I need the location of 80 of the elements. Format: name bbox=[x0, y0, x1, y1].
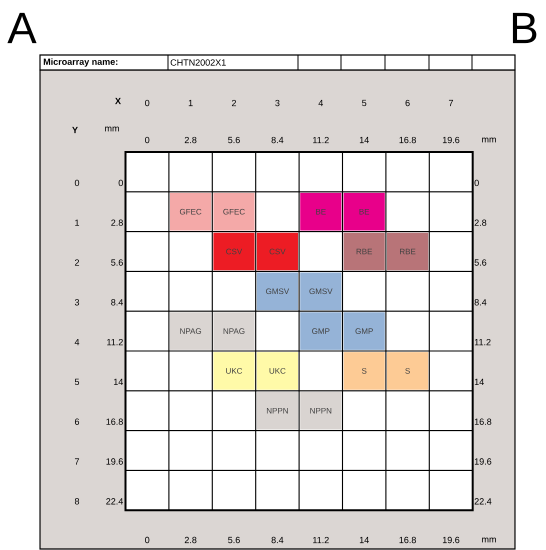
tick-label: 7 bbox=[448, 100, 454, 106]
spot-cell: NPPN bbox=[256, 392, 298, 430]
tick-label: 19.6 bbox=[442, 136, 460, 144]
tick-label: 0 bbox=[145, 136, 150, 144]
spot-cell: NPPN bbox=[300, 392, 342, 430]
tick-label: 7 bbox=[74, 458, 80, 465]
spot-cell: BE bbox=[344, 192, 385, 230]
spot-cell: UKC bbox=[213, 352, 255, 390]
tick-label: 4 bbox=[74, 339, 80, 346]
tick-label: 8.4 bbox=[272, 136, 284, 144]
unit-label: mm bbox=[105, 126, 119, 132]
tick-label: 11.2 bbox=[313, 536, 329, 544]
tick-label: 0 bbox=[145, 536, 150, 544]
tick-label: 22.4 bbox=[474, 498, 492, 504]
panel-letter: B bbox=[512, 12, 536, 44]
tick-label: 19.6 bbox=[442, 536, 460, 544]
tick-label: 2 bbox=[74, 259, 80, 266]
tick-label: 6 bbox=[406, 100, 410, 106]
tick-label: 2.8 bbox=[184, 136, 196, 144]
panel-letter: A bbox=[7, 12, 37, 44]
tick-label: 5 bbox=[74, 378, 80, 386]
spot-cell: NPAG bbox=[170, 312, 212, 350]
spot-cell: UKC bbox=[256, 352, 298, 390]
tick-label: 16.8 bbox=[474, 418, 492, 425]
tick-label: 8.4 bbox=[474, 299, 486, 306]
axis-label: X bbox=[115, 98, 121, 104]
field-value: CHTN2002X1 bbox=[170, 59, 226, 66]
tick-label: 11.2 bbox=[107, 338, 123, 346]
tick-label: 5.6 bbox=[228, 136, 240, 144]
tick-label: 8 bbox=[74, 498, 80, 504]
tick-label: 0 bbox=[145, 100, 150, 106]
spot-cell: GMSV bbox=[300, 272, 342, 310]
spot-cell: GMSV bbox=[256, 272, 298, 310]
tick-label: 1 bbox=[188, 100, 193, 106]
tick-label: 16.8 bbox=[106, 418, 123, 425]
tick-label: 14 bbox=[114, 378, 124, 385]
tick-label: 14 bbox=[360, 136, 369, 144]
spot-cell: NPAG bbox=[213, 312, 255, 350]
tick-label: 14 bbox=[474, 378, 484, 385]
tick-label: 2 bbox=[232, 100, 236, 106]
tick-label: 2.8 bbox=[111, 220, 123, 226]
tick-label: 0 bbox=[118, 180, 123, 186]
tick-label: 0 bbox=[74, 180, 80, 186]
tick-label: 11.2 bbox=[313, 136, 329, 144]
spot-cell: RBE bbox=[344, 232, 385, 270]
spot-cell: RBE bbox=[387, 232, 428, 270]
tick-label: 4 bbox=[318, 100, 324, 106]
tick-label: 5.6 bbox=[474, 259, 486, 266]
tick-label: 8.4 bbox=[272, 536, 284, 544]
axis-label: Y bbox=[72, 126, 78, 134]
tick-label: 0 bbox=[474, 180, 479, 186]
tick-label: 14 bbox=[360, 536, 369, 544]
tick-label: 19.6 bbox=[474, 458, 492, 465]
tick-label: 8.4 bbox=[111, 299, 124, 306]
spot-cell: CSV bbox=[213, 232, 255, 270]
tick-label: 2.8 bbox=[474, 220, 486, 226]
tick-label: 22.4 bbox=[106, 498, 124, 504]
tick-label: 1 bbox=[75, 220, 80, 226]
unit-label: mm bbox=[482, 538, 496, 542]
tick-label: 6 bbox=[74, 418, 80, 425]
field-label: Microarray name: bbox=[44, 58, 118, 67]
spot-cell: S bbox=[387, 352, 428, 390]
spot-cell: CSV bbox=[256, 232, 298, 270]
tick-label: 3 bbox=[74, 299, 80, 306]
spot-cell: GFEC bbox=[213, 192, 255, 230]
spot-cell: GFEC bbox=[170, 192, 212, 230]
spot-cell: GMP bbox=[344, 312, 385, 350]
tick-label: 5.6 bbox=[228, 536, 240, 544]
spot-cell: BE bbox=[300, 192, 342, 230]
tick-label: 5 bbox=[362, 100, 366, 106]
tick-label: 11.2 bbox=[474, 338, 491, 346]
tick-label: 19.6 bbox=[106, 458, 123, 465]
spot-cell: GMP bbox=[300, 312, 342, 350]
tick-label: 16.8 bbox=[400, 136, 416, 144]
tick-label: 16.8 bbox=[400, 536, 416, 544]
tick-label: 2.8 bbox=[184, 536, 196, 544]
unit-label: mm bbox=[482, 138, 496, 142]
spot-cell: S bbox=[344, 352, 385, 390]
tick-label: 3 bbox=[275, 100, 280, 106]
tick-label: 5.6 bbox=[111, 259, 123, 266]
